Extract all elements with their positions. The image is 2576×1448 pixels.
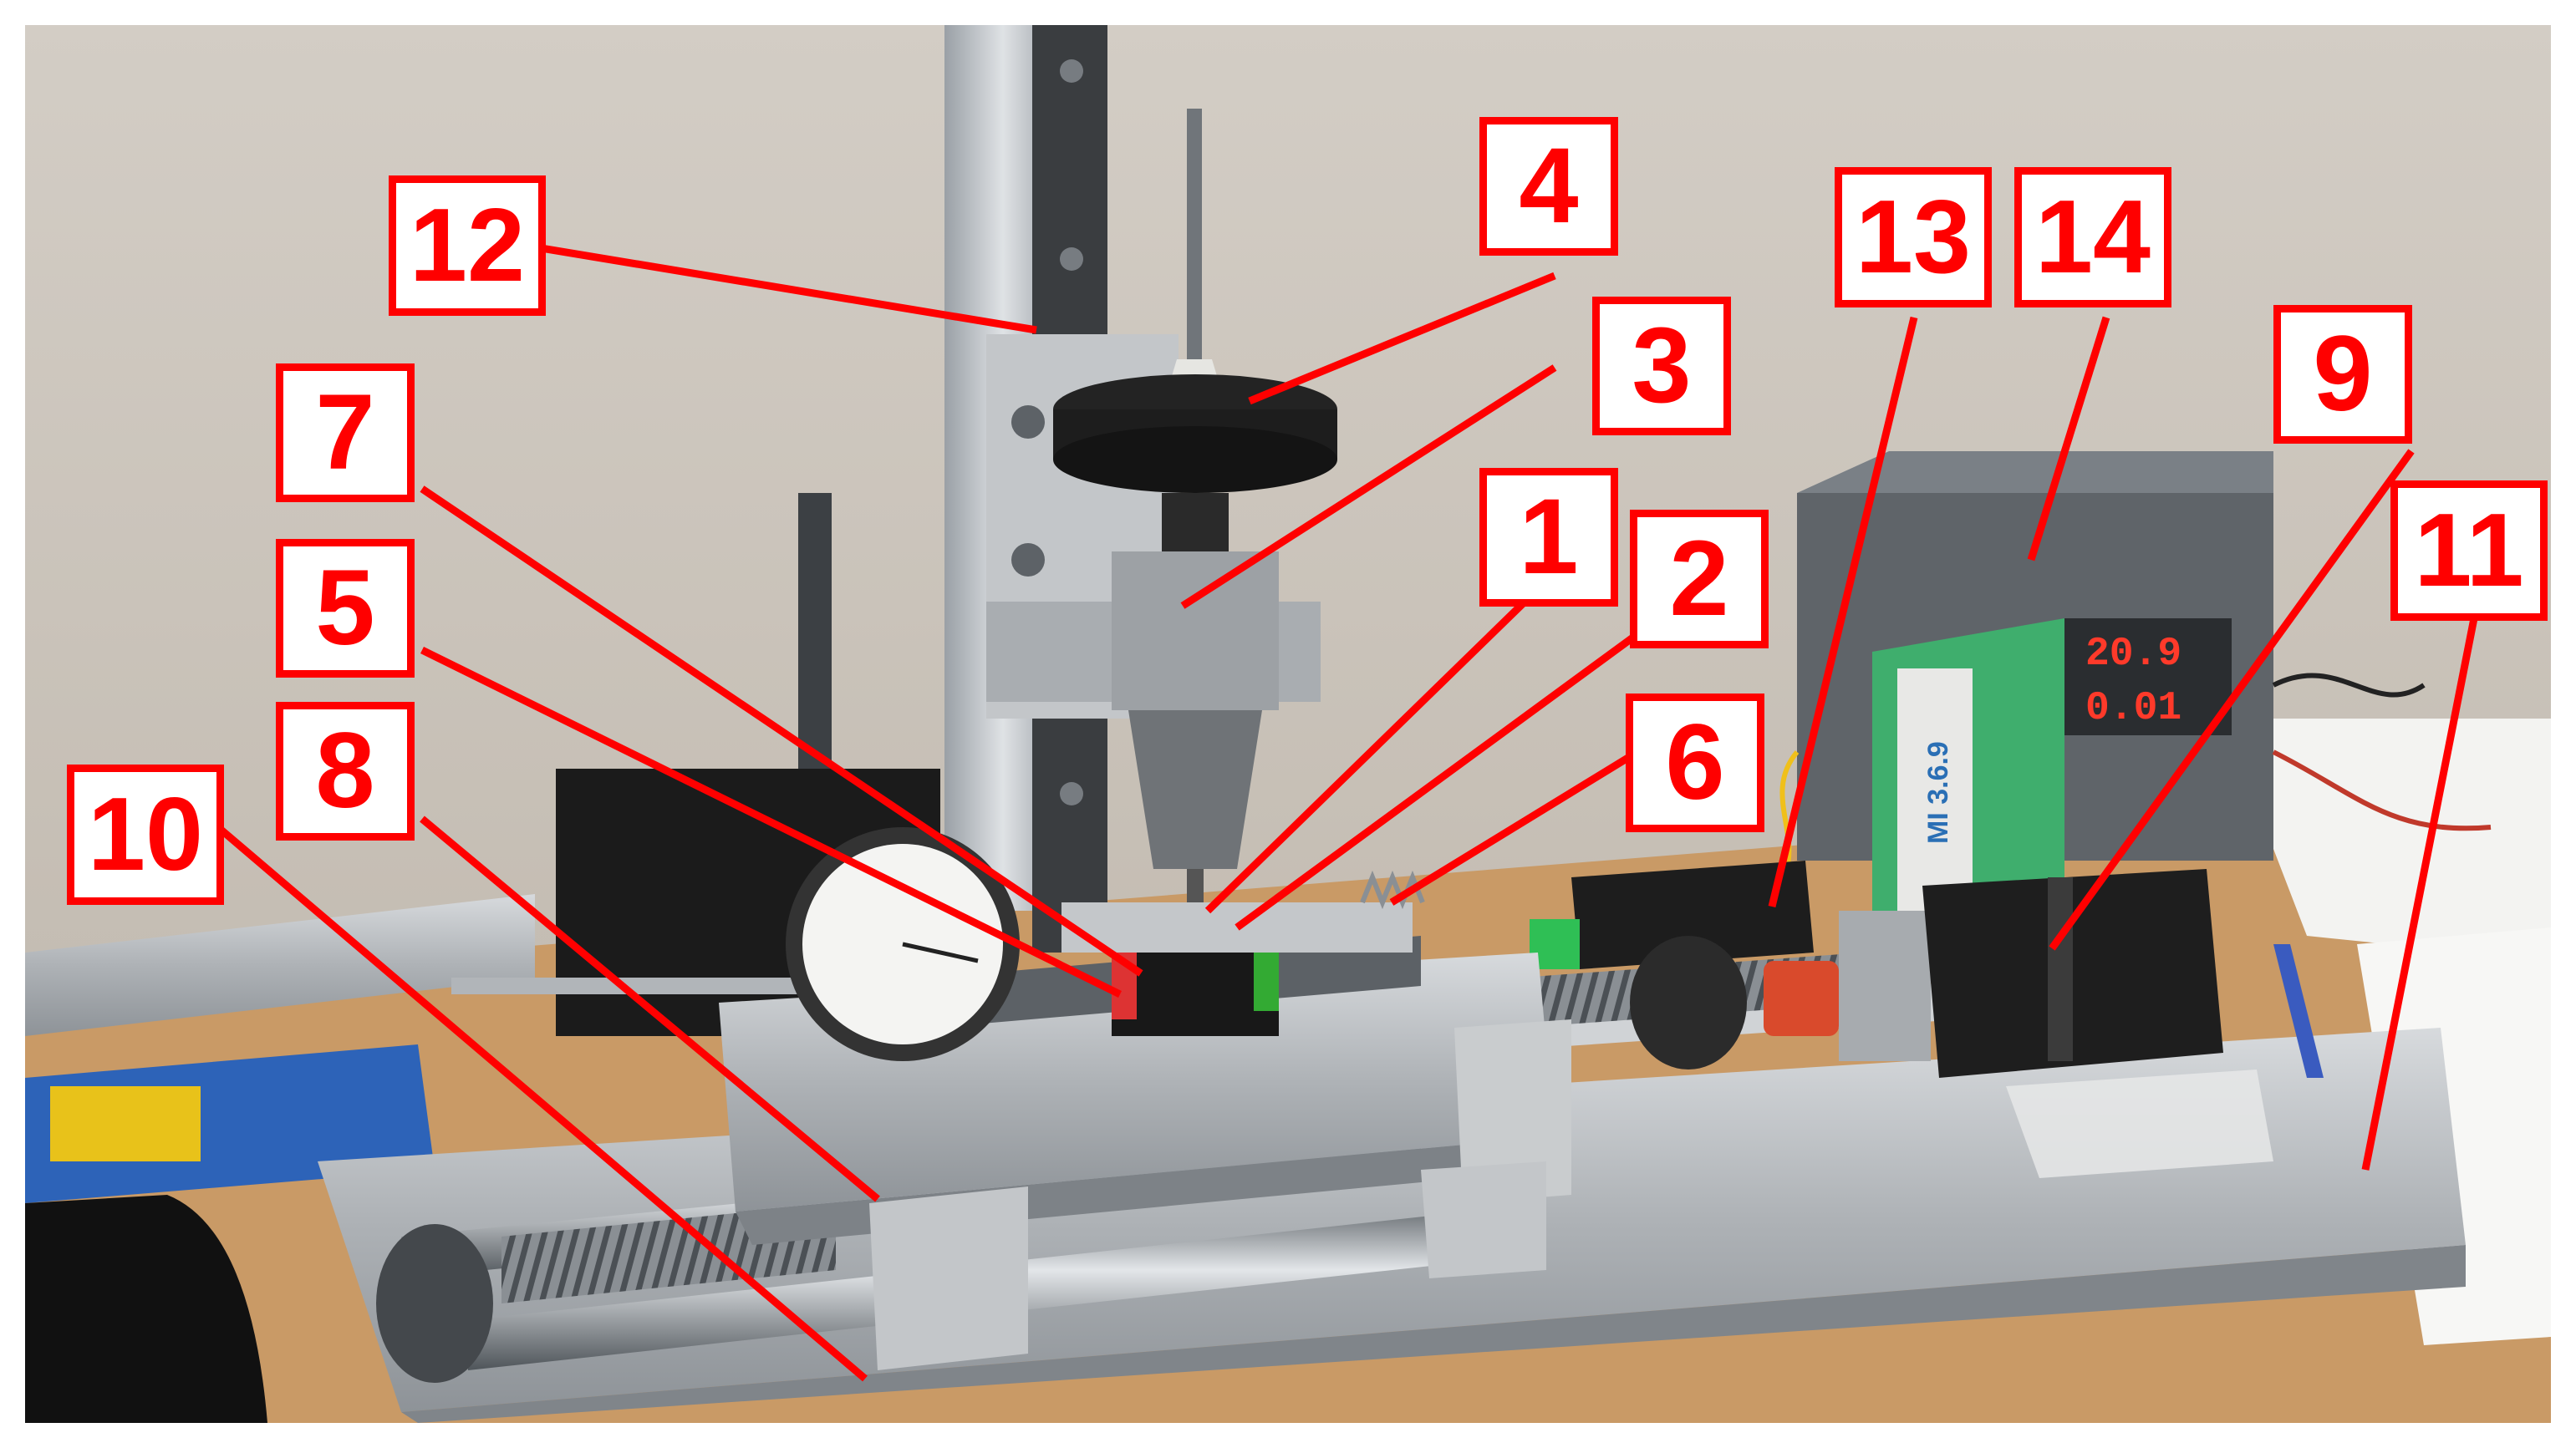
callout-8: 8 <box>276 702 415 841</box>
base-profile <box>25 894 535 1036</box>
motor-driver <box>1571 861 1814 969</box>
pillow-block <box>376 1224 493 1383</box>
coupling <box>1764 961 1839 1036</box>
callout-14: 14 <box>2014 167 2171 307</box>
callout-4: 4 <box>1479 117 1618 256</box>
callout-7: 7 <box>276 363 415 502</box>
leader-line-3 <box>1180 364 1557 609</box>
leader-line-14 <box>2027 316 2110 561</box>
callout-13: 13 <box>1835 167 1992 307</box>
leader-line-4 <box>1248 272 1556 405</box>
leader-line-8 <box>420 815 880 1202</box>
leader-line-6 <box>1389 728 1674 906</box>
callout-1: 1 <box>1479 468 1618 607</box>
callout-5: 5 <box>276 539 415 678</box>
spindle-shaft <box>1187 109 1202 359</box>
leader-line-13 <box>1768 316 1918 908</box>
leader-line-5 <box>420 646 1122 998</box>
controller-label: MI 3.6.9 <box>1922 741 1954 844</box>
spindle-housing <box>1112 551 1279 710</box>
black-pad <box>25 1195 267 1423</box>
psu-current-readout: 0.01 <box>2085 686 2181 731</box>
callout-12: 12 <box>389 175 546 316</box>
callout-6: 6 <box>1626 694 1764 832</box>
sample-box <box>2006 1069 2273 1178</box>
callout-11: 11 <box>2390 480 2548 621</box>
leader-line-9 <box>2049 449 2415 951</box>
callout-2: 2 <box>1630 510 1769 648</box>
leader-line-1 <box>1204 582 1545 914</box>
leader-line-12 <box>530 242 1037 334</box>
drill-chuck <box>1128 710 1262 869</box>
leader-line-10 <box>211 820 868 1382</box>
psu-voltage-readout: 20.9 <box>2085 632 2181 677</box>
bearing-block <box>1630 936 1747 1069</box>
callout-3: 3 <box>1592 297 1731 435</box>
callout-10: 10 <box>67 765 224 905</box>
leader-line-7 <box>420 485 1143 977</box>
leader-line-2 <box>1235 615 1662 931</box>
psu-panel <box>2064 618 2232 735</box>
callout-9: 9 <box>2273 305 2412 444</box>
leader-lines <box>211 242 2478 1382</box>
leader-line-11 <box>2361 617 2478 1171</box>
spring <box>1360 870 1425 910</box>
paper-sheet <box>2223 719 2551 961</box>
